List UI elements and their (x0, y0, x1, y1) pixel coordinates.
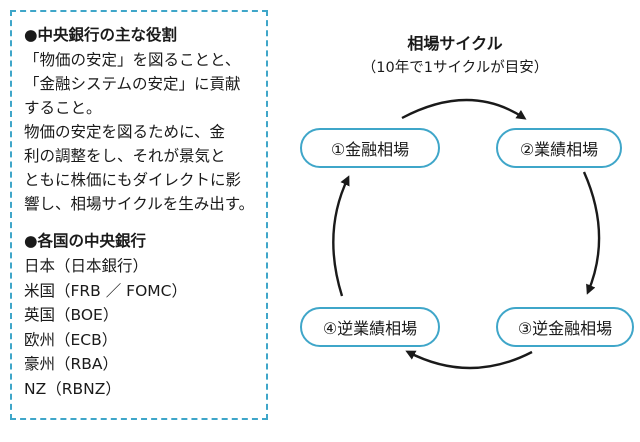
list-item: 英国（BOE） (24, 306, 119, 324)
arrow-left (332, 175, 350, 297)
roles-line: 響し、相場サイクルを生み出す。 (24, 195, 255, 213)
list-item: 豪州（RBA） (24, 355, 119, 373)
roles-line: 利の調整をし、それが景気と (24, 147, 226, 165)
node-kinyu-souba: ①金融相場 (300, 128, 440, 168)
arrow-bottom (405, 350, 533, 370)
section-title-roles: ●中央銀行の主な役割 (24, 26, 178, 44)
node-gyaku-gyoseki-souba: ④逆業績相場 (300, 307, 440, 347)
node-gyoseki-souba: ②業績相場 (496, 128, 622, 168)
roles-line: ともに株価にもダイレクトに影 (24, 171, 242, 189)
roles-line: 「金融システムの安定」に貢献 (24, 75, 241, 93)
roles-line: すること。 (24, 99, 102, 117)
arrow-right (582, 171, 601, 295)
list-item: 欧州（ECB） (24, 330, 118, 349)
arrow-top (401, 98, 527, 120)
section-title-central-banks: ●各国の中央銀行 (24, 232, 147, 250)
diagram-subtitle: （10年で1サイクルが目安） (361, 60, 549, 76)
roles-line: 物価の安定を図るために、金 (24, 123, 226, 141)
node-gyaku-kinyu-souba: ③逆金融相場 (496, 307, 634, 347)
central-bank-info-panel: ●中央銀行の主な役割 「物価の安定」を図ることと、 「金融システムの安定」に貢献… (10, 10, 268, 420)
list-item: NZ（RBNZ） (24, 379, 121, 398)
central-bank-list: 日本（日本銀行） 米国（FRB ／ FOMC） 英国（BOE） 欧州（ECB） … (24, 254, 256, 401)
list-item: 日本（日本銀行） (24, 257, 149, 275)
list-item: 米国（FRB ／ FOMC） (24, 281, 187, 300)
diagram-title: 相場サイクル (407, 34, 503, 53)
roles-line: 「物価の安定」を図ることと、 (24, 51, 241, 69)
